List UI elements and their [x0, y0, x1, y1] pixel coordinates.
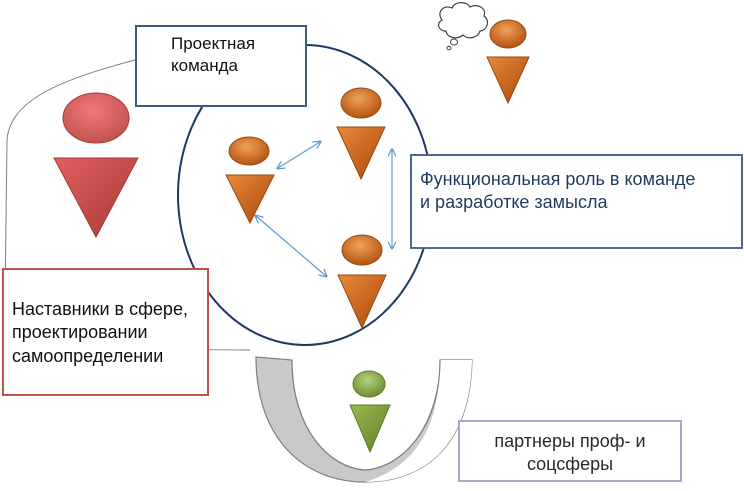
team-label-line-2: команда — [171, 56, 238, 76]
team-label-box: Проектная команда — [135, 25, 307, 107]
mentor-figure — [53, 92, 139, 239]
arrow-left-to-top — [278, 142, 320, 168]
partners-cup-inner-edge — [291, 359, 441, 471]
team-member-bottom-figure — [337, 234, 387, 330]
team-label-line-1: Проектная — [171, 34, 256, 53]
team-member-left-figure — [225, 136, 275, 225]
role-label-box: Функциональная роль в команде и разработ… — [410, 154, 743, 249]
team-member-top-figure — [336, 87, 386, 181]
partners-label-box: партнеры проф- и соцсферы — [458, 420, 682, 482]
mentors-label-line-2: проектировании — [12, 322, 148, 343]
mentors-label-box: Наставники в сфере, проектировании самоо… — [2, 268, 209, 396]
arrow-left-to-bottom — [256, 216, 326, 276]
mentors-label-line-1: Наставники в сфере, — [12, 299, 188, 319]
partner-figure — [349, 370, 391, 454]
outside-member-figure — [486, 19, 530, 105]
role-label-line-1: Функциональная роль в команде — [420, 169, 696, 189]
partners-label-line-1: партнеры проф- и — [494, 431, 646, 451]
role-label-line-2: и разработке замысла — [420, 192, 608, 213]
thought-bubble-icon — [437, 2, 489, 51]
mentors-label-line-3: самоопределении — [12, 345, 164, 366]
partners-label-line-2: соцсферы — [526, 454, 614, 475]
